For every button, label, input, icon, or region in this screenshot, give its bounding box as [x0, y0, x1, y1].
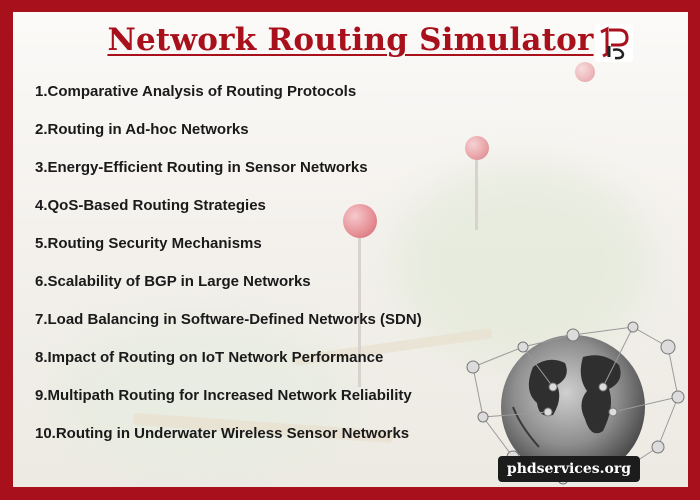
- list-item: 7.Load Balancing in Software-Defined Net…: [35, 311, 422, 328]
- list-item: 6.Scalability of BGP in Large Networks: [35, 273, 311, 290]
- page-title: Network Routing Simulator: [107, 22, 594, 58]
- network-globe-icon: [453, 307, 688, 487]
- content-frame: Network Routing Simulator 1.Comparative …: [13, 12, 688, 487]
- map-pin-icon: [465, 136, 489, 160]
- list-item: 10.Routing in Underwater Wireless Sensor…: [35, 425, 410, 442]
- list-item: 1.Comparative Analysis of Routing Protoc…: [35, 83, 357, 100]
- topic-list: 1.Comparative Analysis of Routing Protoc…: [35, 83, 422, 463]
- list-item: 5.Routing Security Mechanisms: [35, 235, 262, 252]
- list-item: 8.Impact of Routing on IoT Network Perfo…: [35, 349, 384, 366]
- phd-logo-icon: [595, 24, 633, 62]
- list-item: 9.Multipath Routing for Increased Networ…: [35, 387, 412, 404]
- list-item: 4.QoS-Based Routing Strategies: [35, 197, 266, 214]
- list-item: 3.Energy-Efficient Routing in Sensor Net…: [35, 159, 368, 176]
- map-pin-stem: [475, 160, 478, 230]
- list-item: 2.Routing in Ad-hoc Networks: [35, 121, 249, 138]
- map-pin-icon: [575, 62, 595, 82]
- map-background: [393, 162, 653, 362]
- map-pin-icon: [343, 204, 377, 238]
- map-pin-stem: [358, 237, 361, 387]
- website-badge: phdservices.org: [497, 456, 640, 482]
- map-background-2: [53, 312, 353, 472]
